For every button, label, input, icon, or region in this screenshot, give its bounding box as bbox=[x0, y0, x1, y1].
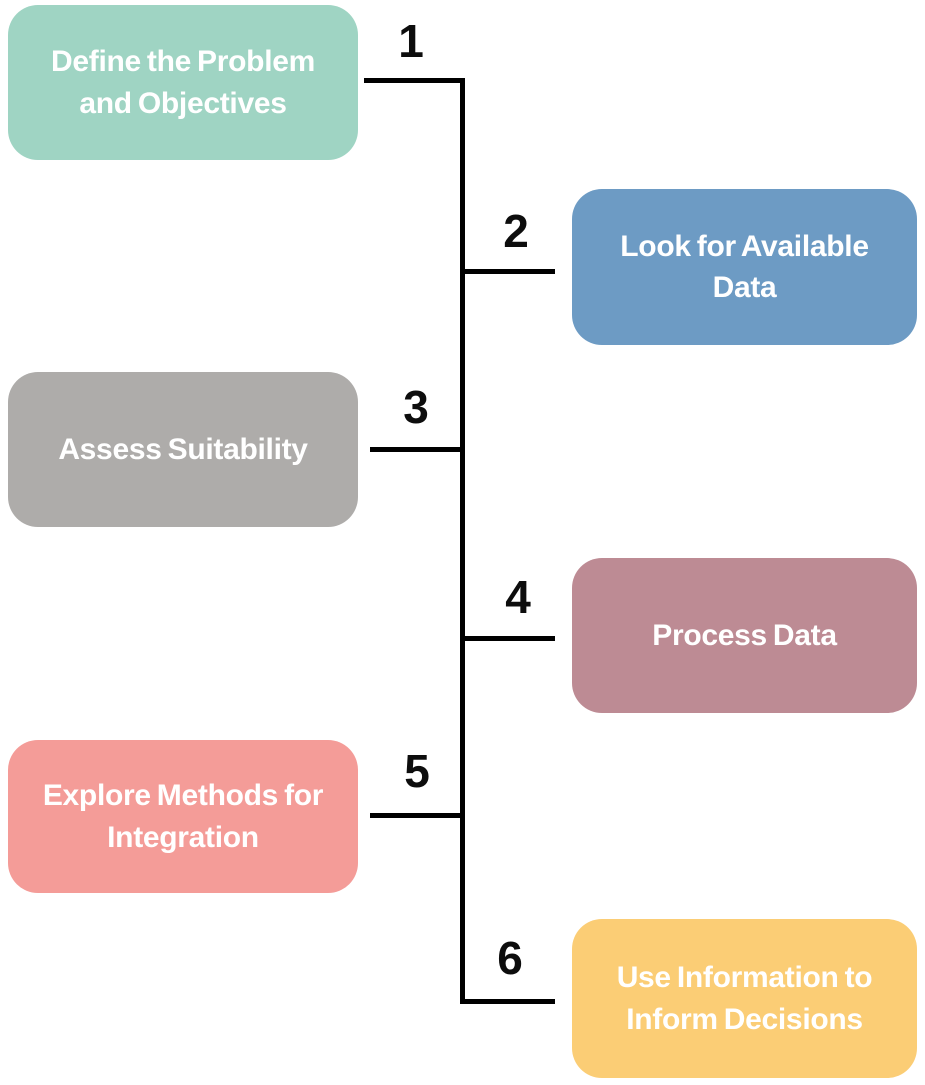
step-label: Look for Available Data bbox=[620, 229, 869, 304]
connector-line-2 bbox=[460, 269, 555, 274]
step-box-use-information: Use Information to Inform Decisions bbox=[572, 919, 917, 1078]
connector-line-4 bbox=[460, 636, 555, 641]
step-number-4: 4 bbox=[505, 571, 531, 623]
step-number-5: 5 bbox=[404, 745, 430, 797]
step-box-process-data: Process Data bbox=[572, 558, 917, 713]
connector-line-1 bbox=[364, 78, 465, 83]
step-label: Explore Methods for Integration bbox=[42, 779, 324, 854]
connector-line-5 bbox=[370, 813, 465, 818]
step-box-assess-suitability: Assess Suitability bbox=[8, 372, 358, 527]
spine-line bbox=[460, 78, 465, 1004]
step-label: Assess Suitability bbox=[58, 432, 308, 466]
step-number-1: 1 bbox=[398, 15, 424, 67]
step-number-2: 2 bbox=[503, 205, 529, 257]
step-box-define-problem: Define the Problem and Objectives bbox=[8, 5, 358, 160]
step-number-3: 3 bbox=[403, 381, 429, 433]
connector-line-6 bbox=[460, 999, 555, 1004]
step-box-look-for-data: Look for Available Data bbox=[572, 189, 917, 345]
step-label: Process Data bbox=[652, 618, 837, 652]
step-box-explore-methods: Explore Methods for Integration bbox=[8, 740, 358, 893]
connector-line-3 bbox=[370, 447, 465, 452]
step-number-6: 6 bbox=[497, 932, 523, 984]
step-label: Use Information to Inform Decisions bbox=[616, 961, 873, 1036]
step-label: Define the Problem and Objectives bbox=[51, 45, 315, 120]
